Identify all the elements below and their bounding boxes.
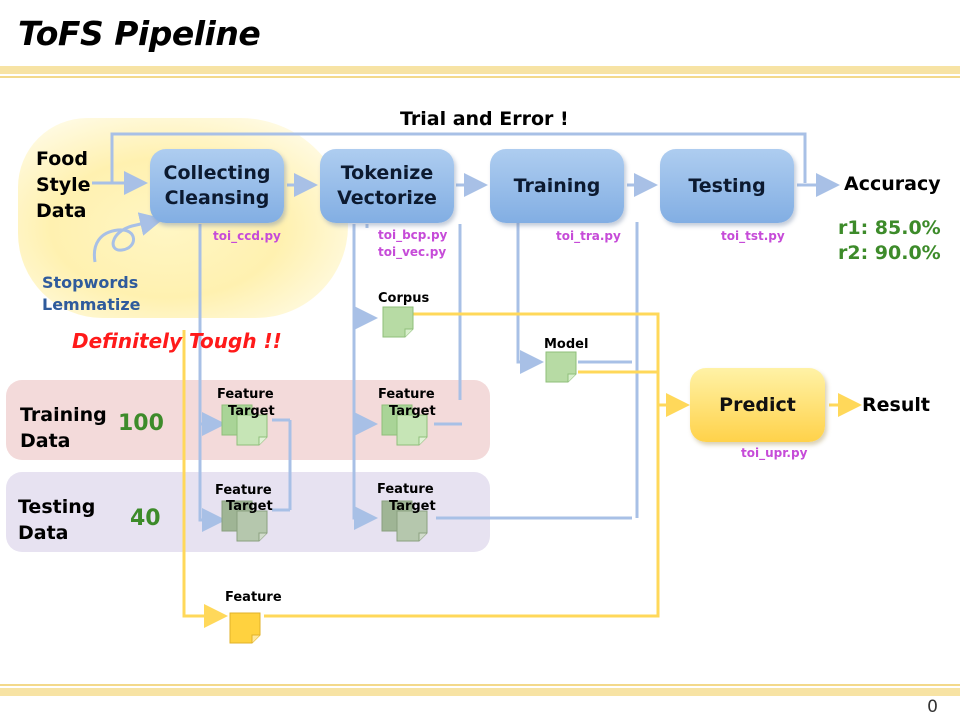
- stage-tokenize-vectorize: Tokenize Vectorize: [320, 149, 454, 223]
- tough-note: Definitely Tough !!: [72, 329, 282, 353]
- stage-predict: Predict: [690, 368, 825, 442]
- script-bcp: toi_bcp.py: [378, 228, 448, 242]
- stage-training: Training: [490, 149, 624, 223]
- accuracy-r1-key: r1: [838, 217, 861, 239]
- train-feature-label: Feature: [217, 387, 274, 402]
- accuracy-r2-key: r2: [838, 242, 861, 264]
- stage-label: Collecting Cleansing: [163, 162, 271, 209]
- accuracy-r1-value: : 85.0%: [860, 217, 941, 239]
- test-vec-target-document-icon: [396, 510, 428, 542]
- stopwords-label: Stopwords: [42, 273, 139, 292]
- title-rule-thin: [0, 76, 960, 78]
- stage-label: Tokenize Vectorize: [337, 162, 437, 209]
- accuracy-r2: r2: 90.0%: [838, 241, 941, 265]
- stage-collecting-cleansing: Collecting Cleansing: [150, 149, 284, 223]
- script-collect: toi_ccd.py: [213, 229, 281, 243]
- predict-feature-document-icon: [229, 612, 261, 644]
- footer-rule: [0, 688, 960, 696]
- accuracy-r1: r1: 85.0%: [838, 216, 941, 240]
- loop-connector: [110, 132, 807, 183]
- script-vec: toi_vec.py: [378, 245, 447, 259]
- test-vec-feature-label: Feature: [377, 482, 434, 497]
- accuracy-r2-value: : 90.0%: [860, 242, 941, 264]
- input-data-label: Food Style Data: [36, 148, 91, 222]
- test-vec-target-label: Target: [389, 499, 436, 514]
- title-rule: [0, 66, 960, 74]
- train-vec-feature-label: Feature: [378, 387, 435, 402]
- page-title: ToFS Pipeline: [18, 14, 261, 53]
- script-predict: toi_upr.py: [741, 446, 808, 460]
- feature-yellow-connector: [182, 330, 228, 628]
- testing-data-label: Testing Data: [18, 496, 96, 544]
- train-target-label: Target: [228, 404, 275, 419]
- train-target-document-icon: [236, 414, 268, 446]
- accuracy-label: Accuracy: [844, 173, 941, 195]
- train-vec-target-label: Target: [389, 404, 436, 419]
- model-label: Model: [544, 337, 589, 352]
- train-vec-target-document-icon: [396, 414, 428, 446]
- corpus-label: Corpus: [378, 291, 430, 306]
- test-feature-label: Feature: [215, 483, 272, 498]
- curl-connector: [92, 212, 164, 263]
- result-label: Result: [862, 394, 930, 416]
- corpus-document-icon: [382, 306, 414, 338]
- corpus-yellow-connector: [264, 312, 660, 618]
- trial-error-label: Trial and Error !: [400, 108, 569, 130]
- footer-rule-thin: [0, 684, 960, 686]
- page-number: 0: [927, 697, 938, 717]
- lemmatize-label: Lemmatize: [42, 295, 141, 314]
- stage-label: Training: [513, 174, 601, 197]
- training-count: 100: [118, 411, 164, 436]
- test-target-document-icon: [236, 510, 268, 542]
- testing-count: 40: [130, 506, 161, 531]
- script-train: toi_tra.py: [556, 229, 621, 243]
- stage-testing: Testing: [660, 149, 794, 223]
- model-document-icon: [545, 351, 577, 383]
- training-data-label: Training Data: [20, 404, 107, 452]
- test-target-label: Target: [226, 499, 273, 514]
- script-test: toi_tst.py: [721, 229, 785, 243]
- predict-feature-label: Feature: [225, 590, 282, 605]
- stage-label: Testing: [688, 174, 766, 197]
- predict-label: Predict: [719, 394, 796, 416]
